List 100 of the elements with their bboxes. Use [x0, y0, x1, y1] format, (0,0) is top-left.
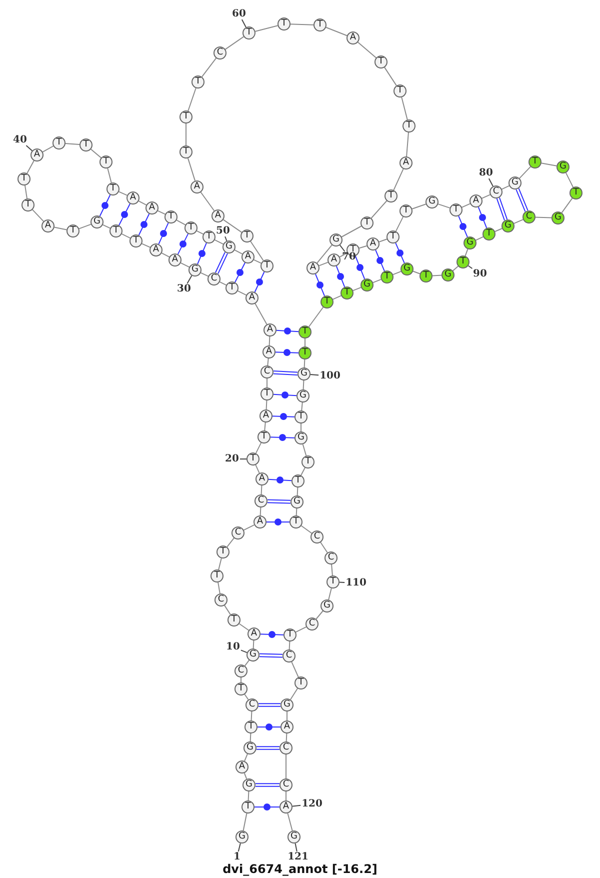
nucleotide-circle: A	[470, 194, 482, 208]
nucleotide-circle: T	[260, 388, 274, 400]
leader-line	[26, 145, 33, 152]
base-pair-line	[268, 478, 292, 482]
backbone-line	[328, 588, 332, 600]
backbone-line	[234, 250, 243, 254]
backbone-line	[32, 209, 44, 222]
nucleotide-circle: C	[306, 618, 318, 630]
base-pair-line	[197, 242, 207, 265]
base-pair-line	[138, 213, 150, 236]
backbone-line	[288, 641, 290, 650]
nucleotide-circle: A	[150, 244, 162, 256]
backbone-line	[244, 754, 248, 762]
backbone-line	[244, 694, 249, 700]
position-number: 60	[232, 8, 246, 20]
nucleotide-circle: A	[168, 254, 182, 266]
leader-line	[339, 244, 346, 252]
backbone-line	[200, 272, 209, 277]
nucleotide-circle: C	[246, 698, 258, 712]
backbone-line	[248, 791, 250, 801]
base-pair-line	[99, 194, 111, 217]
backbone-line	[188, 88, 196, 112]
backbone-line	[301, 402, 303, 412]
backbone-line	[24, 184, 28, 200]
nucleotide-circle: A	[242, 250, 254, 264]
nucleotide-circle: G	[294, 432, 308, 444]
backbone-line	[238, 623, 250, 631]
backbone-line	[432, 274, 442, 276]
backbone-line	[331, 564, 333, 576]
nucleotide-circle: T	[360, 216, 374, 230]
nucleotide-circle: T	[302, 456, 314, 468]
nucleotide-circle: T	[228, 614, 240, 626]
backbone-line	[176, 220, 186, 226]
position-number: 120	[302, 798, 322, 810]
backbone-line	[412, 270, 420, 274]
nucleotide-circle: T	[260, 260, 274, 272]
base-pair-line	[336, 266, 346, 288]
position-number: 100	[320, 370, 340, 382]
backbone-line	[244, 772, 248, 780]
backbone-line	[218, 558, 222, 570]
nucleotide-circle: T	[184, 222, 198, 234]
leader-line	[339, 582, 346, 583]
backbone-line	[254, 25, 278, 32]
nucleotide-circle: G	[320, 600, 334, 612]
nucleotide-circle: A	[212, 210, 224, 222]
nucleotide-circle: T	[52, 136, 66, 150]
nucleotide-circle: T	[292, 474, 304, 488]
base-pair-line	[258, 653, 284, 658]
base-pair-line	[516, 188, 528, 212]
backbone-line	[378, 238, 388, 242]
nucleotide-circle: T	[18, 172, 30, 186]
position-number: 20	[225, 454, 239, 464]
nucleotide-circle: A	[346, 32, 360, 44]
nucleotide-circle: A	[306, 262, 320, 274]
backbone-line	[64, 142, 80, 146]
nucleotide-circle: C	[214, 594, 228, 606]
backbone-line	[518, 166, 532, 179]
nucleotide-circle: G	[426, 196, 438, 208]
backbone-line	[78, 224, 92, 230]
nucleotide-circle: A	[264, 324, 276, 336]
leader-line	[488, 178, 494, 187]
backbone-line	[90, 148, 102, 158]
backbone-line	[250, 240, 264, 262]
backbone-line	[300, 423, 302, 432]
nucleotide-circle: G	[296, 390, 310, 402]
base-pair-line	[254, 271, 265, 293]
nucleotide-circle: C	[232, 526, 244, 540]
nucleotide-circle: A	[190, 180, 204, 194]
backbone-line	[286, 711, 288, 721]
nucleotide-circle: T	[394, 84, 406, 98]
position-number: 10	[226, 642, 240, 652]
backbone-line	[260, 507, 262, 516]
backbone-line	[240, 677, 242, 683]
nucleotide-circle: T	[22, 198, 34, 212]
base-pair-line	[275, 352, 299, 354]
backbone-line	[406, 132, 409, 158]
nucleotide-circle: G	[246, 648, 260, 662]
backbone-line	[300, 525, 312, 534]
backbone-line	[302, 380, 304, 390]
backbone-line	[266, 378, 268, 388]
backbone-line	[42, 146, 54, 152]
backbone-line	[358, 245, 368, 249]
backbone-line	[264, 422, 266, 432]
nucleotide-circle: T	[326, 576, 340, 588]
base-pair-line	[375, 249, 385, 272]
nucleotide-circle: T	[294, 676, 308, 690]
backbone-line	[252, 640, 254, 649]
backbone-line	[341, 226, 362, 238]
base-pair-line	[273, 394, 297, 396]
nucleotide-circle: G	[244, 742, 256, 754]
nucleotide-circle: A	[126, 192, 140, 204]
backbone-line	[286, 733, 288, 742]
nucleotide-circle: T	[202, 230, 216, 244]
backbone-line	[255, 464, 260, 474]
nucleotide-circle: T	[290, 516, 302, 528]
nucleotide-circle: G	[288, 830, 300, 844]
base-pair-line	[395, 242, 405, 264]
nucleotide-circle: G	[222, 240, 236, 254]
backbone-line	[461, 203, 471, 208]
nucleotide-circle: T	[528, 156, 542, 168]
